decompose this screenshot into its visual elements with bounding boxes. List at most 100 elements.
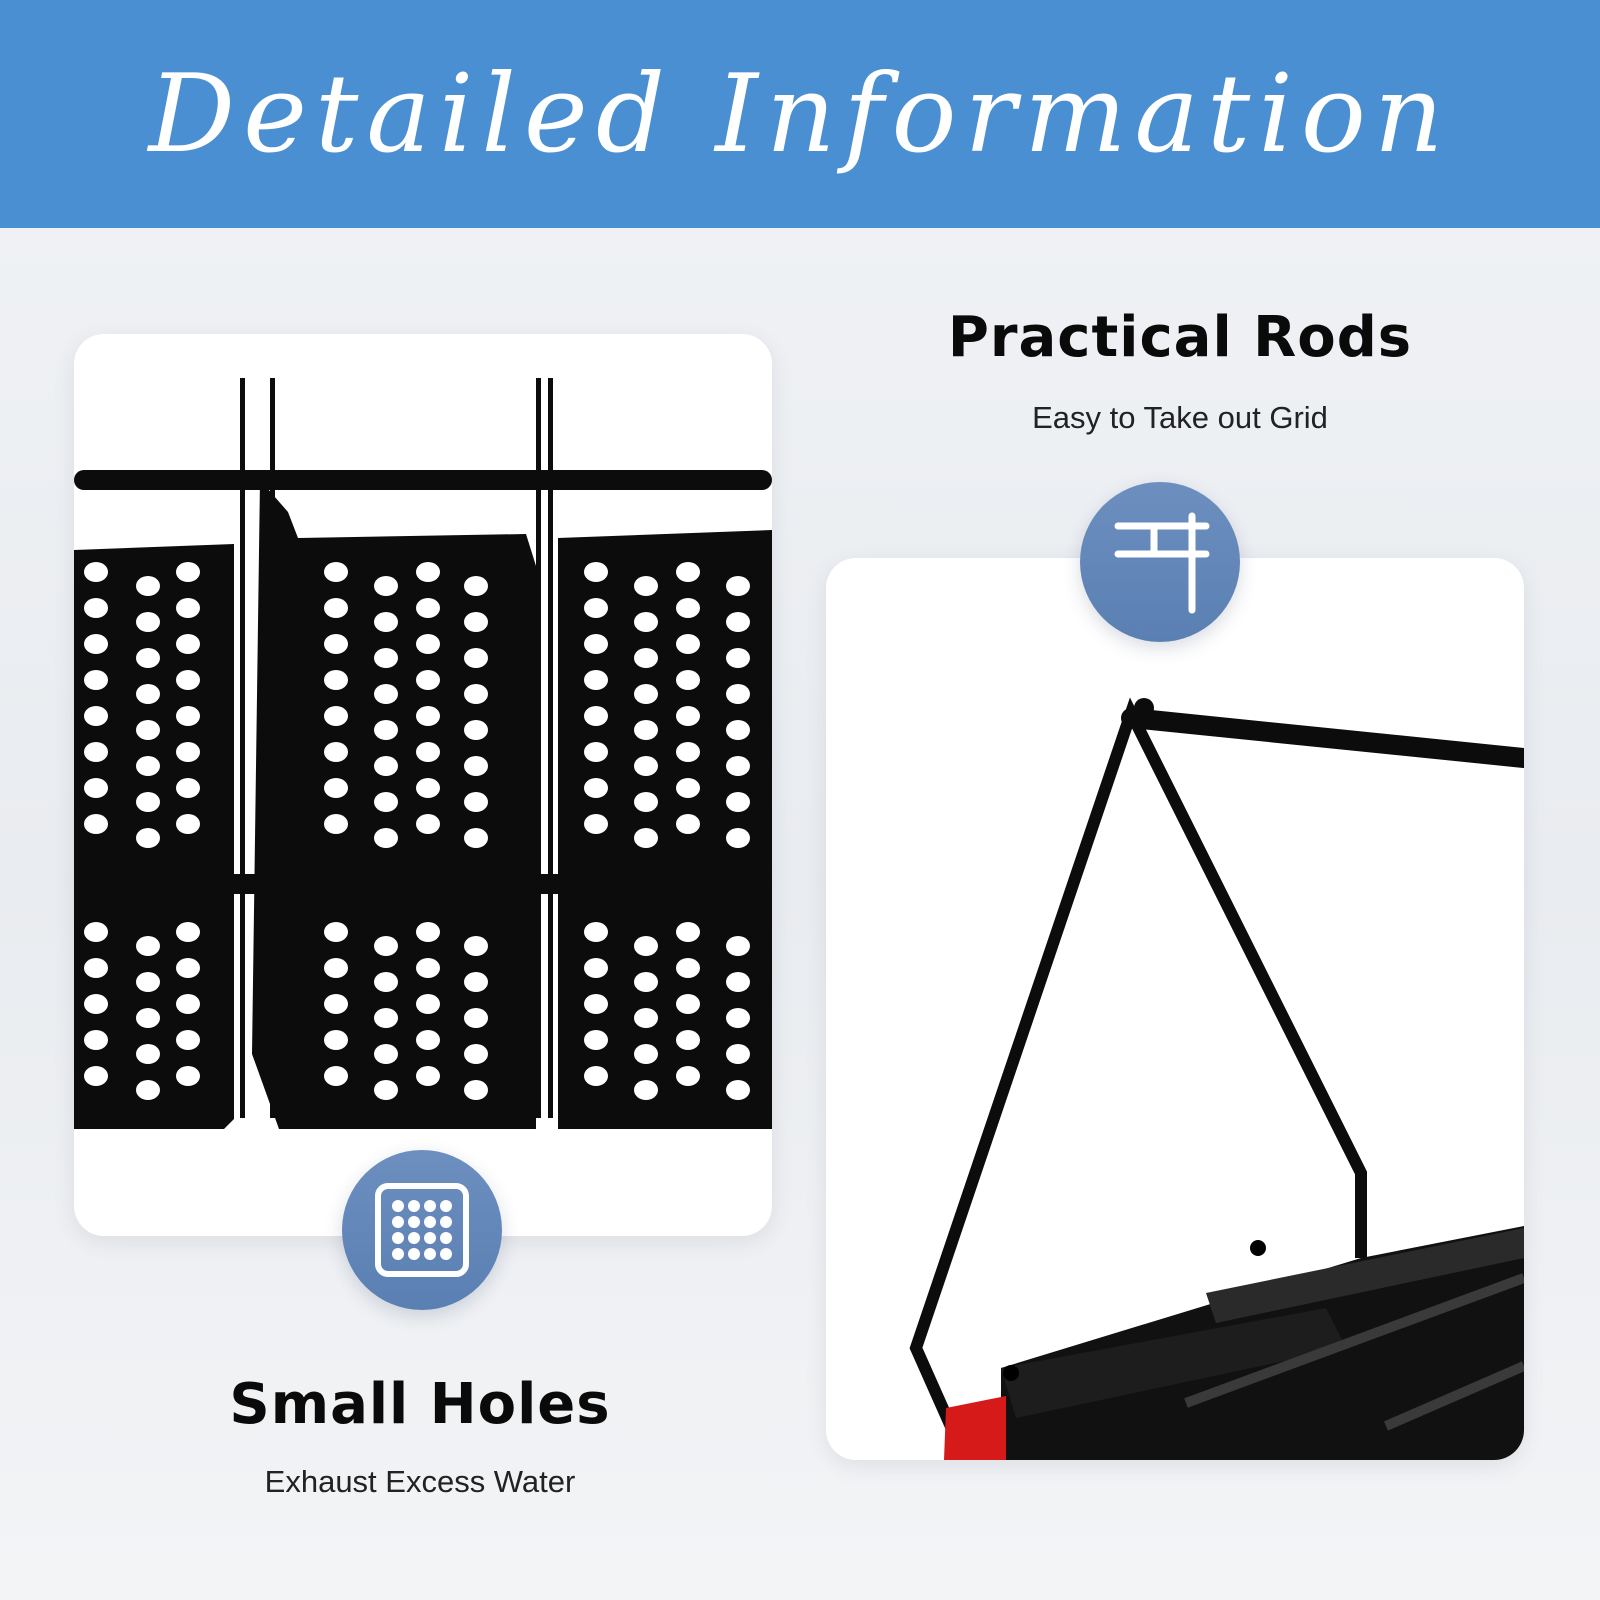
- drain-hole: [726, 972, 750, 992]
- drain-hole: [374, 720, 398, 740]
- drain-hole: [416, 1030, 440, 1050]
- drain-hole: [136, 972, 160, 992]
- drain-hole: [136, 720, 160, 740]
- small-holes-subtitle: Exhaust Excess Water: [264, 1464, 576, 1499]
- drain-hole: [324, 994, 348, 1014]
- drain-hole: [136, 612, 160, 632]
- drain-hole: [634, 1080, 658, 1100]
- drain-hole: [324, 1066, 348, 1086]
- drain-hole: [584, 814, 608, 834]
- drain-hole: [416, 634, 440, 654]
- drain-hole: [584, 778, 608, 798]
- drain-hole: [634, 828, 658, 848]
- title-banner: Detailed Information: [0, 0, 1600, 228]
- drain-hole: [676, 634, 700, 654]
- drain-hole: [726, 756, 750, 776]
- drain-hole: [634, 1044, 658, 1064]
- dotted-grid-icon-badge: [342, 1150, 502, 1310]
- drain-hole: [136, 1080, 160, 1100]
- drain-hole: [464, 648, 488, 668]
- drain-hole: [416, 706, 440, 726]
- drain-hole: [136, 828, 160, 848]
- drain-hole: [324, 778, 348, 798]
- drain-hole: [324, 598, 348, 618]
- drain-hole: [416, 814, 440, 834]
- practical-rods-title: Practical Rods: [947, 305, 1413, 370]
- drain-hole: [676, 814, 700, 834]
- drain-hole: [176, 994, 200, 1014]
- drain-hole: [464, 972, 488, 992]
- drain-hole: [136, 576, 160, 596]
- drain-hole: [324, 670, 348, 690]
- drain-hole: [84, 598, 108, 618]
- drain-hole: [374, 828, 398, 848]
- drain-hole: [374, 648, 398, 668]
- drain-hole: [324, 634, 348, 654]
- drain-hole: [584, 706, 608, 726]
- drain-hole: [676, 742, 700, 762]
- drain-hole: [374, 972, 398, 992]
- drain-hole: [584, 742, 608, 762]
- drain-hole: [416, 1066, 440, 1086]
- drain-hole: [374, 1044, 398, 1064]
- rod-grid-icon: [1114, 512, 1210, 614]
- drain-hole: [676, 1030, 700, 1050]
- drain-hole: [324, 814, 348, 834]
- drain-hole: [416, 958, 440, 978]
- drain-hole: [676, 670, 700, 690]
- drain-hole: [726, 792, 750, 812]
- drain-hole: [416, 922, 440, 942]
- drain-hole: [84, 1030, 108, 1050]
- drain-hole: [324, 922, 348, 942]
- rod-grid-icon-badge: [1080, 482, 1240, 642]
- drain-hole: [464, 684, 488, 704]
- drain-hole: [584, 670, 608, 690]
- drain-hole: [584, 634, 608, 654]
- drain-hole: [464, 756, 488, 776]
- drain-hole: [176, 742, 200, 762]
- drain-hole: [634, 684, 658, 704]
- drain-hole: [136, 792, 160, 812]
- drain-hole: [676, 958, 700, 978]
- drain-hole: [136, 684, 160, 704]
- drain-hole: [416, 994, 440, 1014]
- drain-hole: [136, 936, 160, 956]
- drain-hole: [634, 936, 658, 956]
- drain-hole: [176, 778, 200, 798]
- drain-hole: [374, 792, 398, 812]
- drain-hole: [584, 922, 608, 942]
- drain-hole: [676, 922, 700, 942]
- drain-hole: [464, 1044, 488, 1064]
- drain-hole: [634, 576, 658, 596]
- drain-hole: [176, 814, 200, 834]
- drain-hole: [416, 598, 440, 618]
- page-title: Detailed Information: [148, 51, 1452, 177]
- drain-hole: [176, 598, 200, 618]
- drain-hole: [464, 936, 488, 956]
- drain-hole: [464, 720, 488, 740]
- drain-hole: [84, 742, 108, 762]
- drain-hole: [676, 598, 700, 618]
- drain-hole: [584, 1066, 608, 1086]
- drain-hole: [726, 1044, 750, 1064]
- drain-hole: [176, 1030, 200, 1050]
- drain-hole: [726, 1008, 750, 1028]
- drain-hole: [374, 756, 398, 776]
- drain-hole: [84, 670, 108, 690]
- rod-handle-illustration: [909, 697, 1524, 1460]
- drain-hole: [176, 634, 200, 654]
- drain-hole: [84, 1066, 108, 1086]
- small-holes-image-card: [74, 334, 772, 1236]
- drain-hole: [84, 634, 108, 654]
- drain-hole: [374, 576, 398, 596]
- drain-hole: [584, 994, 608, 1014]
- drain-hole: [634, 972, 658, 992]
- drain-hole: [84, 814, 108, 834]
- drain-hole: [374, 1008, 398, 1028]
- drain-hole: [634, 612, 658, 632]
- drain-hole: [726, 612, 750, 632]
- drain-hole: [726, 720, 750, 740]
- drain-hole: [84, 562, 108, 582]
- drain-hole: [136, 648, 160, 668]
- drain-hole: [84, 778, 108, 798]
